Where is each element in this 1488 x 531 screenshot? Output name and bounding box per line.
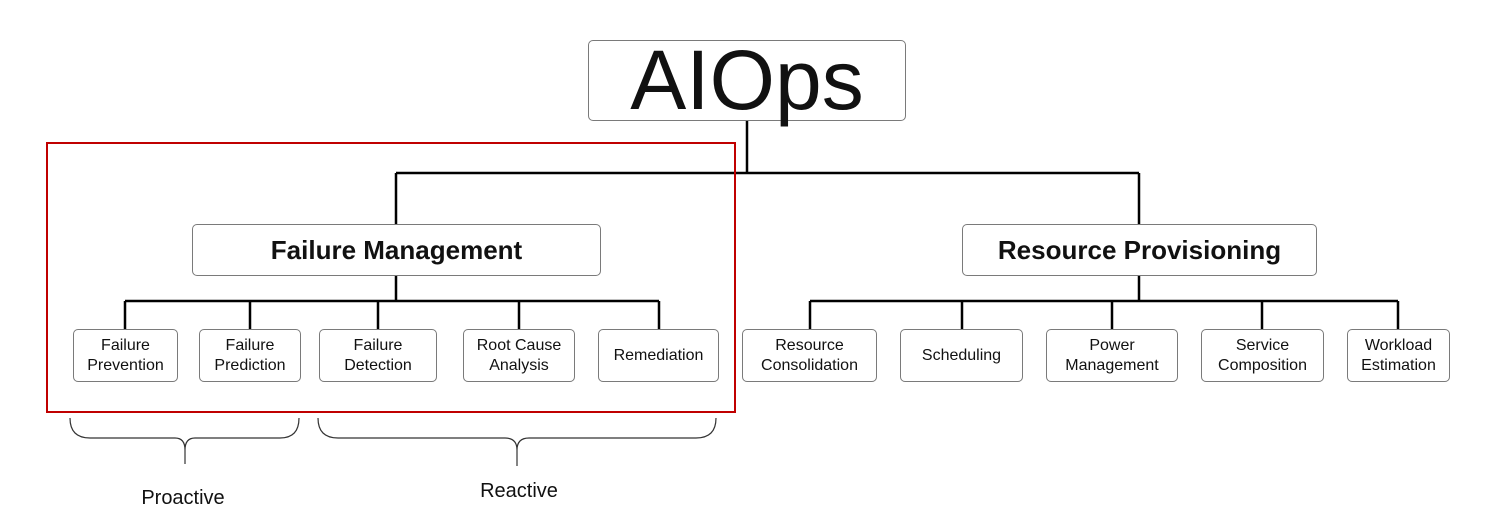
leaf-label: Failure Prediction xyxy=(214,336,286,374)
category-label: Failure Management xyxy=(270,234,523,265)
root-connector xyxy=(394,120,1141,224)
leaf-node-workload-estimation: Workload Estimation xyxy=(1347,329,1450,382)
leaf-node-failure-prediction: Failure Prediction xyxy=(199,329,301,382)
leaf-label: Failure Prevention xyxy=(87,336,164,374)
leaf-label: Workload Estimation xyxy=(1361,336,1436,374)
category-node-resource-provisioning: Resource Provisioning xyxy=(962,224,1317,276)
leaf-label: Failure Detection xyxy=(344,336,412,374)
category-label: Resource Provisioning xyxy=(997,234,1282,265)
leaf-label: Service Composition xyxy=(1218,336,1307,374)
leaf-node-scheduling: Scheduling xyxy=(900,329,1023,382)
resource-provisioning-connector xyxy=(808,276,1400,329)
leaf-node-remediation: Remediation xyxy=(598,329,719,382)
leaf-node-service-composition: Service Composition xyxy=(1201,329,1324,382)
group-label-proactive: Proactive xyxy=(141,487,225,509)
leaf-label: Remediation xyxy=(613,346,704,364)
leaf-label: Root Cause Analysis xyxy=(476,336,562,374)
root-label: AIOps xyxy=(630,33,864,127)
leaf-node-power-management: Power Management xyxy=(1046,329,1178,382)
failure-management-highlight xyxy=(46,142,736,413)
reactive-brace xyxy=(317,417,717,466)
leaf-node-failure-detection: Failure Detection xyxy=(319,329,437,382)
proactive-brace xyxy=(69,417,300,464)
category-node-failure-management: Failure Management xyxy=(192,224,601,276)
failure-management-connector xyxy=(123,276,661,329)
root-node: AIOps xyxy=(588,33,906,127)
group-label-reactive: Reactive xyxy=(480,480,558,502)
leaf-node-failure-prevention: Failure Prevention xyxy=(73,329,178,382)
leaf-node-resource-consolidation: Resource Consolidation xyxy=(742,329,877,382)
leaf-label: Scheduling xyxy=(921,346,1002,364)
leaf-node-root-cause-analysis: Root Cause Analysis xyxy=(463,329,575,382)
leaf-label: Resource Consolidation xyxy=(761,336,858,374)
leaf-label: Power Management xyxy=(1065,336,1159,374)
